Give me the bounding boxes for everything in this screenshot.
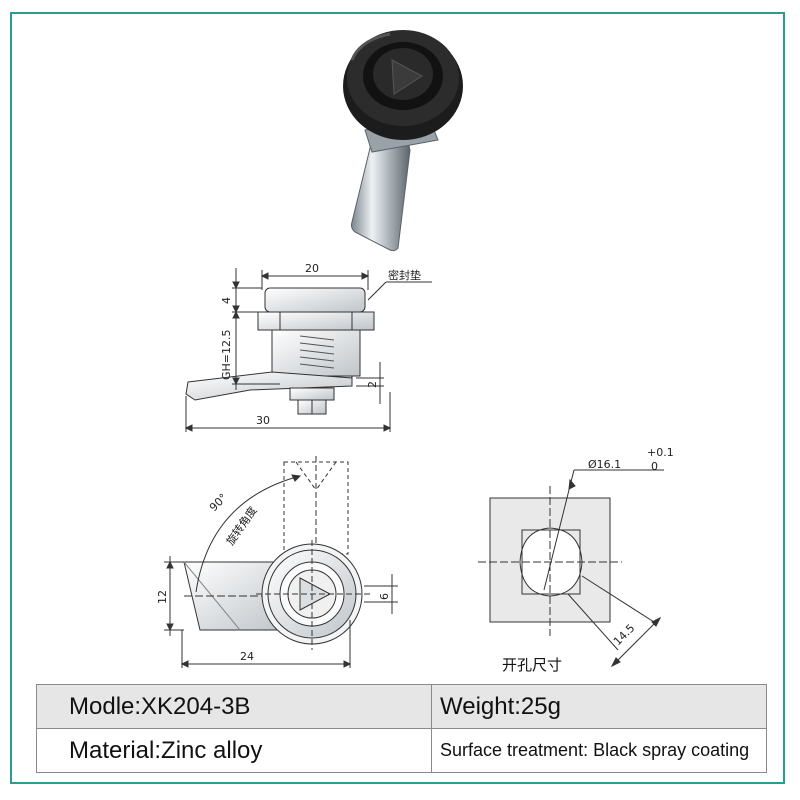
dim-24: 24 xyxy=(240,650,254,663)
dim-6: 6 xyxy=(378,593,391,600)
front-view xyxy=(164,456,398,668)
cutout-view xyxy=(478,469,664,668)
cutout-tol-lower: 0 xyxy=(651,460,658,473)
dim-12: 12 xyxy=(156,590,169,604)
cutout-tol-upper: +0.1 xyxy=(647,446,674,459)
material-cell: Material:Zinc alloy xyxy=(36,728,432,773)
dim-4: 4 xyxy=(220,297,233,304)
weight-cell: Weight:25g xyxy=(431,684,767,729)
model-cell: Modle:XK204-3B xyxy=(36,684,432,729)
outer-frame xyxy=(10,12,785,784)
cutout-diameter: Ø16.1 xyxy=(588,458,621,471)
rotation-angle: 90° xyxy=(207,491,230,514)
gasket-label: 密封垫 xyxy=(388,268,421,282)
dim-top-width: 20 xyxy=(305,262,319,275)
spec-table: Modle:XK204-3B Weight:25g Material:Zinc … xyxy=(36,684,767,773)
cutout-caption: 开孔尺寸 xyxy=(502,656,562,674)
rotation-label: 旋转角度 xyxy=(223,504,260,548)
dim-gh: GH=12.5 xyxy=(220,329,233,380)
product-photo xyxy=(343,30,463,252)
dim-2: 2 xyxy=(366,381,379,388)
spec-row: Material:Zinc alloy Surface treatment: B… xyxy=(36,728,767,773)
surface-cell: Surface treatment: Black spray coating xyxy=(431,728,767,773)
dim-total-width: 30 xyxy=(256,414,270,427)
side-view xyxy=(184,268,432,432)
spec-row: Modle:XK204-3B Weight:25g xyxy=(36,684,767,729)
